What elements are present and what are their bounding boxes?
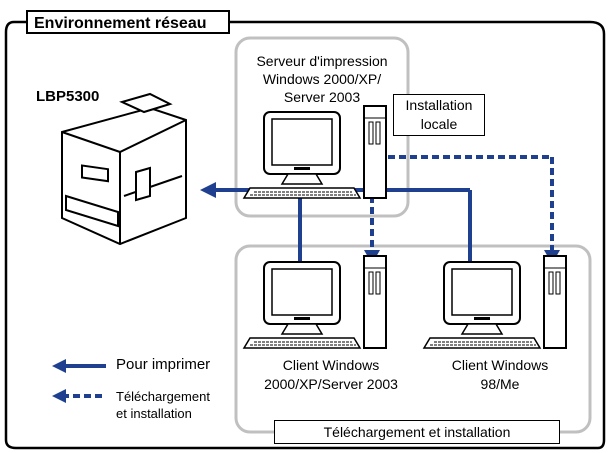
print-path-lines [214,188,472,262]
client-computer-icon-2 [423,255,567,349]
outer-frame [4,20,606,450]
legend-print-arrowhead [52,359,66,373]
legend-download-arrowhead [52,389,66,403]
client-label-line: Client Windows [282,357,380,373]
client-label-line: 98/Me [480,376,520,392]
client-label-1: Client Windows 2000/XP/Server 2003 [236,356,426,394]
server-computer-icon [243,105,387,199]
client-label-line: Client Windows [451,357,549,373]
printer-icon [61,92,187,246]
diagram-title: Environnement réseau [26,10,230,34]
legend-download-label: Téléchargement et installation [116,388,210,422]
install-label-line: locale [420,116,458,132]
legend-download-line-text: et installation [116,406,192,421]
printer-label: LBP5300 [36,88,100,105]
legend-print-label: Pour imprimer [116,356,211,373]
client-label-2: Client Windows 98/Me [430,356,570,394]
bottom-download-label: Téléchargement et installation [274,420,560,444]
server-label: Serveur d'impression Windows 2000/XP/ Se… [236,52,408,106]
server-label-line: Windows 2000/XP/ [262,71,382,87]
print-arrowhead [200,182,216,198]
client-label-line: 2000/XP/Server 2003 [264,376,398,392]
legend-download-line-text: Téléchargement [116,389,210,404]
server-label-line: Serveur d'impression [256,53,388,69]
local-install-box: Installation locale [393,94,485,136]
client-computer-icon-1 [243,255,387,349]
download-path-lines [370,155,554,252]
server-label-line: Server 2003 [283,89,361,105]
install-label-line: Installation [405,97,473,113]
